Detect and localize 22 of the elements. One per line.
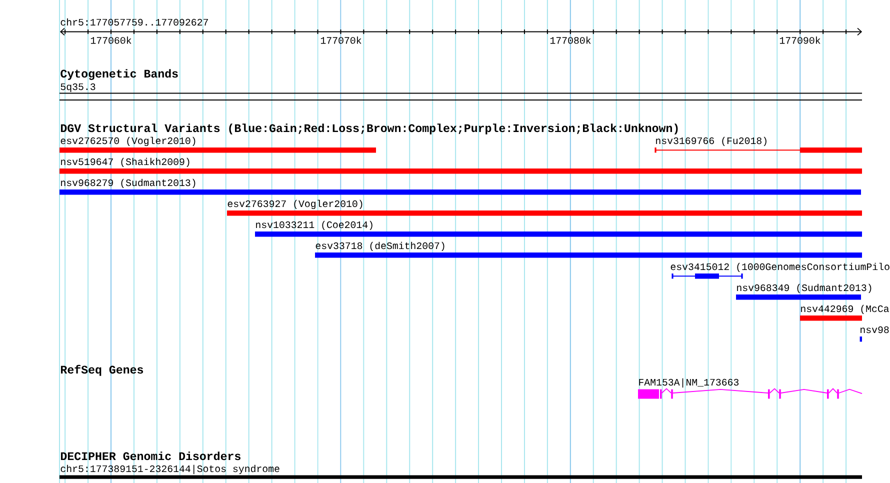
variant-label: nsv1033211 (Coe2014): [256, 220, 372, 230]
region-label: chr5:177389151-2326144|Sotos syndrome: [60, 464, 280, 474]
track-title: DECIPHER Genomic Disorders: [60, 452, 240, 460]
variant-label: esv2762570 (Vogler2010): [60, 136, 196, 146]
variant-label: nsv968279 (Sudmant2013): [61, 178, 196, 188]
variant-label: esv2763927 (Vogler2010): [228, 200, 362, 210]
variant-label: nsv968349 (Sudmant2013): [737, 284, 872, 294]
variant-label: nsv98: [860, 326, 889, 334]
variant-label: nsv442969 (McCa: [801, 304, 889, 314]
tick-label: 177090k: [780, 36, 820, 44]
variant-label: esv3415012 (1000GenomesConsortiumPilo: [670, 262, 890, 272]
tick-label: 177080k: [550, 36, 591, 44]
tick-label: 177060k: [90, 36, 132, 44]
variant-label: esv33718 (deSmith2007): [316, 242, 444, 252]
track-title: RefSeq Genes: [61, 364, 144, 376]
gene-label: FAM153A|NM_173663: [639, 378, 739, 388]
band-label: 5q35.3: [60, 83, 96, 92]
coordinate-label: chr5:177057759..177092627: [60, 18, 208, 26]
variant-label: nsv519647 (Shaikh2009): [61, 158, 190, 168]
variant-label: nsv3169766 (Fu2018): [656, 136, 766, 146]
tick-label: 177070k: [320, 36, 362, 44]
track-title: DGV Structural Variants (Blue:Gain;Red:Loss;Brown:Complex;Purple:Inversion;Black:Unknown): [60, 124, 678, 134]
